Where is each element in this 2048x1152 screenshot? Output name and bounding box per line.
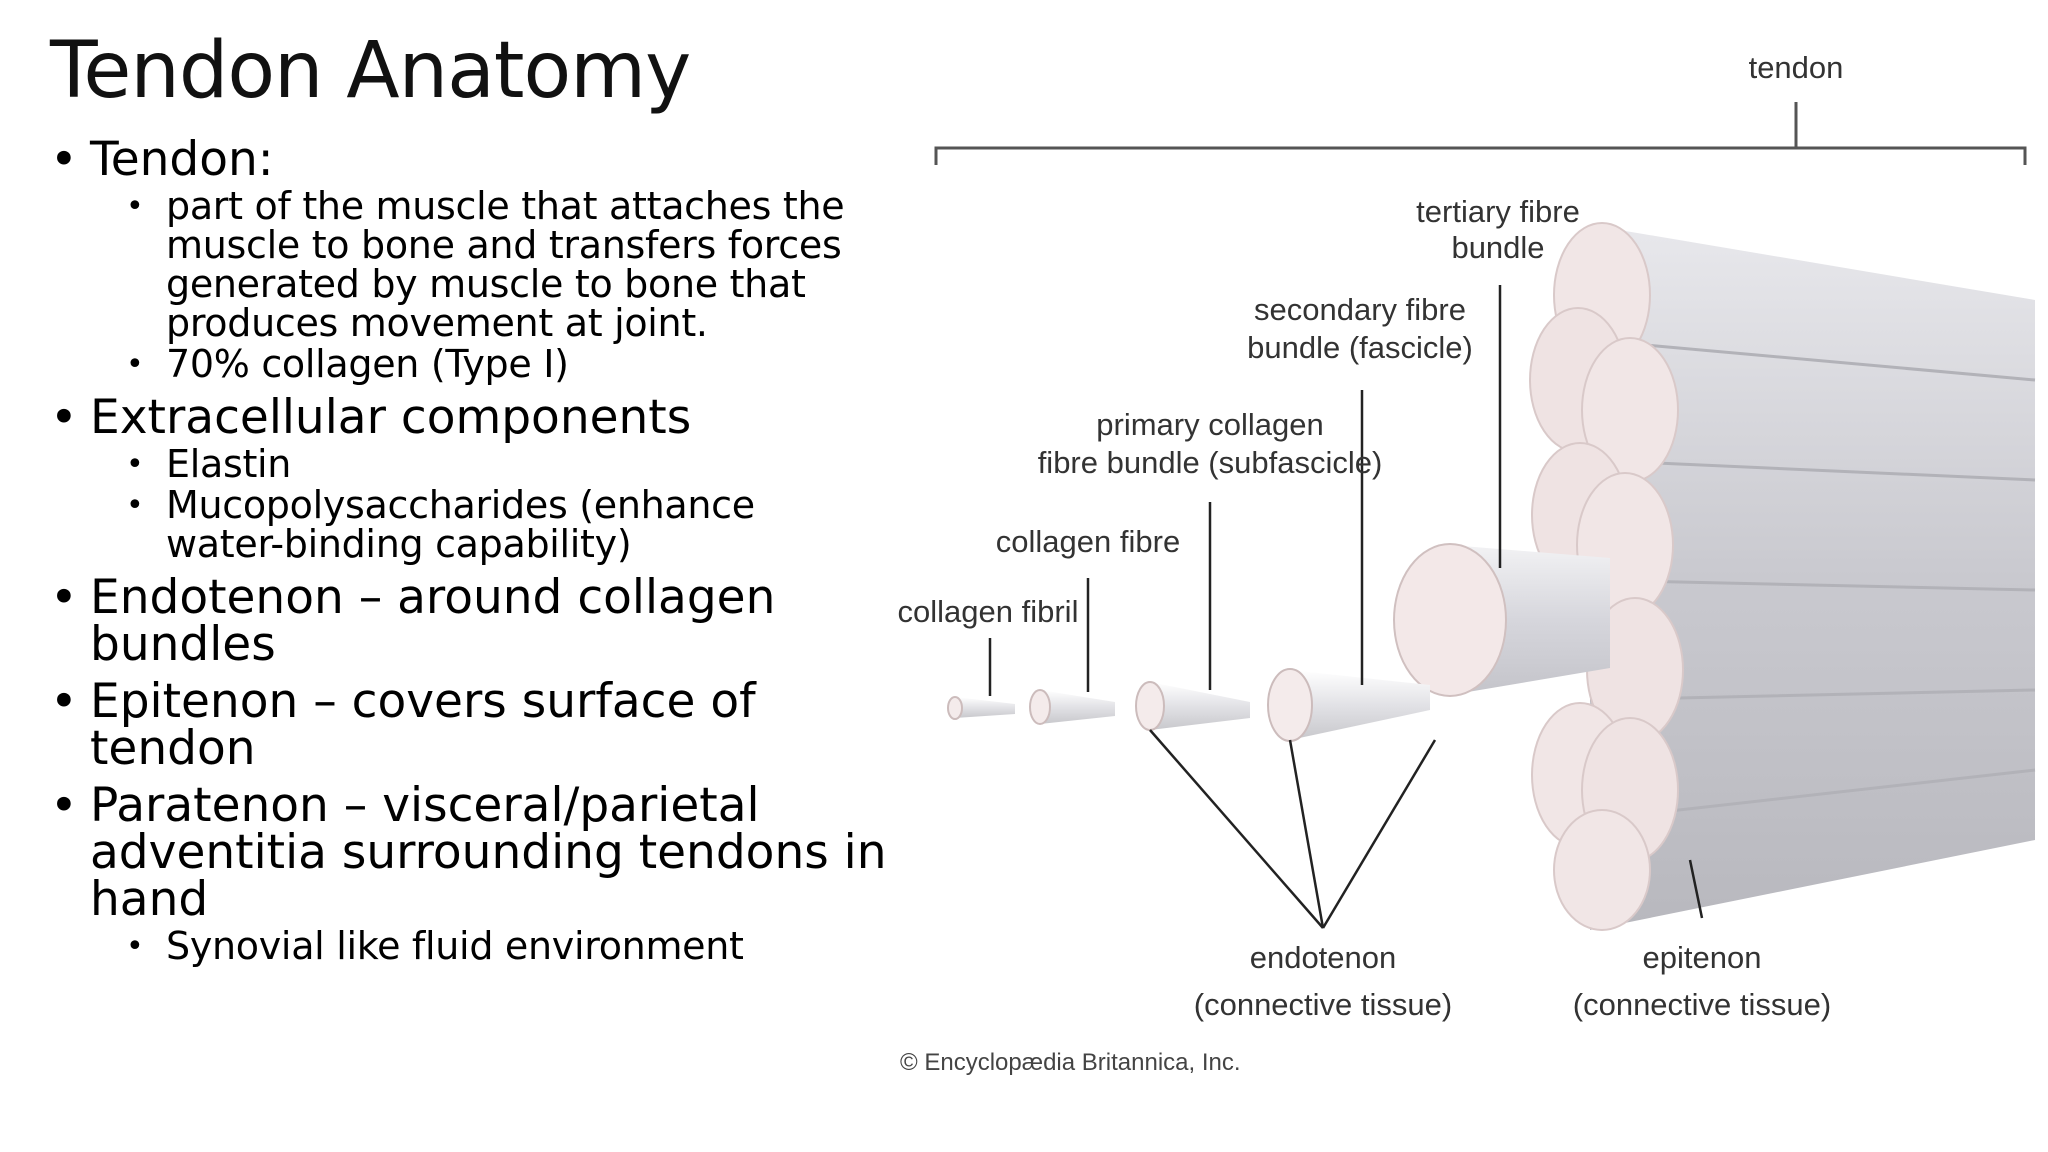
sub-bullet-collagen-percent: •70% collagen (Type I) — [126, 342, 569, 386]
bullet-dot: • — [126, 447, 144, 482]
label-secondary-1: secondary fibre — [1254, 292, 1466, 327]
slide-title: Tendon Anatomy — [50, 26, 691, 116]
bullet-dot: • — [50, 132, 78, 187]
tendon-diagram-svg: tendon — [898, 50, 2036, 1076]
bullet-dot: • — [50, 674, 78, 729]
label-tertiary-1: tertiary fibre — [1416, 194, 1580, 229]
bullet-dot: • — [126, 347, 144, 382]
bullet-dot: • — [50, 570, 78, 625]
bullet-dot: • — [126, 929, 144, 964]
label-endotenon-2: (connective tissue) — [1194, 987, 1452, 1022]
label-primary-2: fibre bundle (subfascicle) — [1038, 445, 1383, 480]
bullet-dot: • — [50, 778, 78, 833]
bullet-tendon: •Tendon: — [50, 132, 274, 187]
tendon-bracket — [934, 102, 2027, 165]
label-epitenon-2: (connective tissue) — [1573, 987, 1831, 1022]
bullet-paratenon: •Paratenon – visceral/parietal adventiti… — [50, 778, 887, 927]
sub-bullet-synovial: •Synovial like fluid environment — [126, 924, 744, 968]
primary-bundle-taper — [947, 668, 1430, 742]
label-credit: © Encyclopædia Britannica, Inc. — [900, 1049, 1241, 1076]
label-tendon: tendon — [1749, 50, 1844, 85]
sub-bullet-mucopolysaccharides: •Mucopolysaccharides (enhance water-bind… — [126, 483, 755, 566]
leader-lines — [988, 285, 1704, 929]
bullet-dot: • — [126, 189, 144, 224]
bullet-extracellular: •Extracellular components — [50, 390, 692, 445]
label-primary-1: primary collagen — [1096, 407, 1323, 442]
bullet-list: •Tendon: •part of the muscle that attach… — [50, 128, 887, 968]
tendon-body — [1589, 225, 2036, 930]
label-epitenon-1: epitenon — [1643, 940, 1762, 975]
secondary-bundle-rod — [1393, 543, 1610, 697]
bullet-endotenon: •Endotenon – around collagen bundles — [50, 570, 776, 672]
label-collagen-fibril: collagen fibril — [898, 594, 1079, 629]
bullet-dot: • — [126, 488, 144, 523]
label-collagen-fibre: collagen fibre — [996, 524, 1180, 559]
bullet-dot: • — [50, 390, 78, 445]
label-endotenon-1: endotenon — [1250, 940, 1397, 975]
bullet-epitenon: •Epitenon – covers surface of tendon — [50, 674, 756, 776]
sub-bullet-elastin: •Elastin — [126, 442, 292, 486]
label-secondary-2: bundle (fascicle) — [1247, 330, 1473, 365]
sub-bullet-tendon-definition: •part of the muscle that attaches the mu… — [126, 184, 845, 345]
tendon-structure-diagram: tendon — [890, 40, 2048, 1100]
label-tertiary-2: bundle — [1451, 230, 1544, 265]
